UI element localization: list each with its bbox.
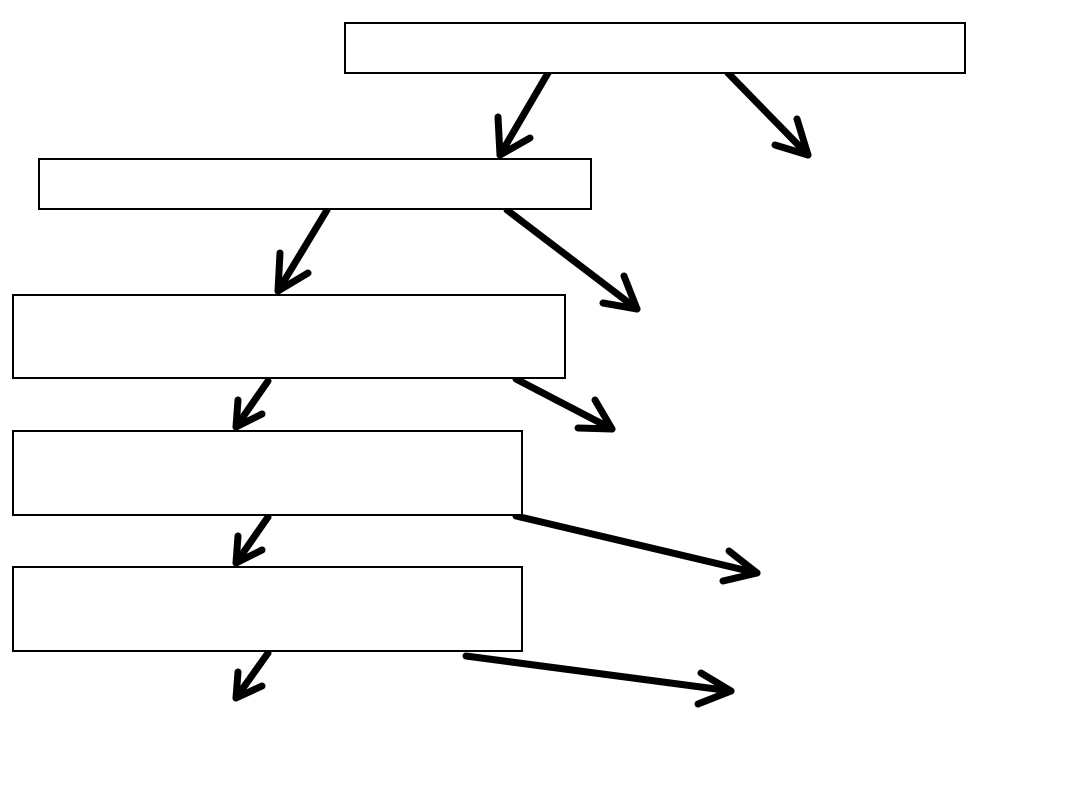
arrow-box5-down-branch — [232, 649, 272, 702]
arrow-box2-right-branch — [503, 206, 641, 313]
arrow-box1-right-branch — [724, 69, 812, 159]
flow-box-2 — [38, 158, 592, 210]
flow-box-5 — [12, 566, 523, 652]
flow-box-4 — [12, 430, 523, 516]
arrow-box4-right-branch — [512, 512, 761, 585]
flow-box-3 — [12, 294, 566, 379]
arrow-box1-to-box2 — [494, 69, 552, 159]
arrow-box3-right-branch — [512, 375, 616, 433]
arrow-box4-to-box5 — [232, 513, 272, 567]
arrow-box2-to-box3 — [274, 206, 331, 295]
arrow-box5-right-branch — [462, 652, 735, 708]
flow-box-1 — [344, 22, 966, 74]
arrow-box3-to-box4 — [232, 377, 272, 431]
